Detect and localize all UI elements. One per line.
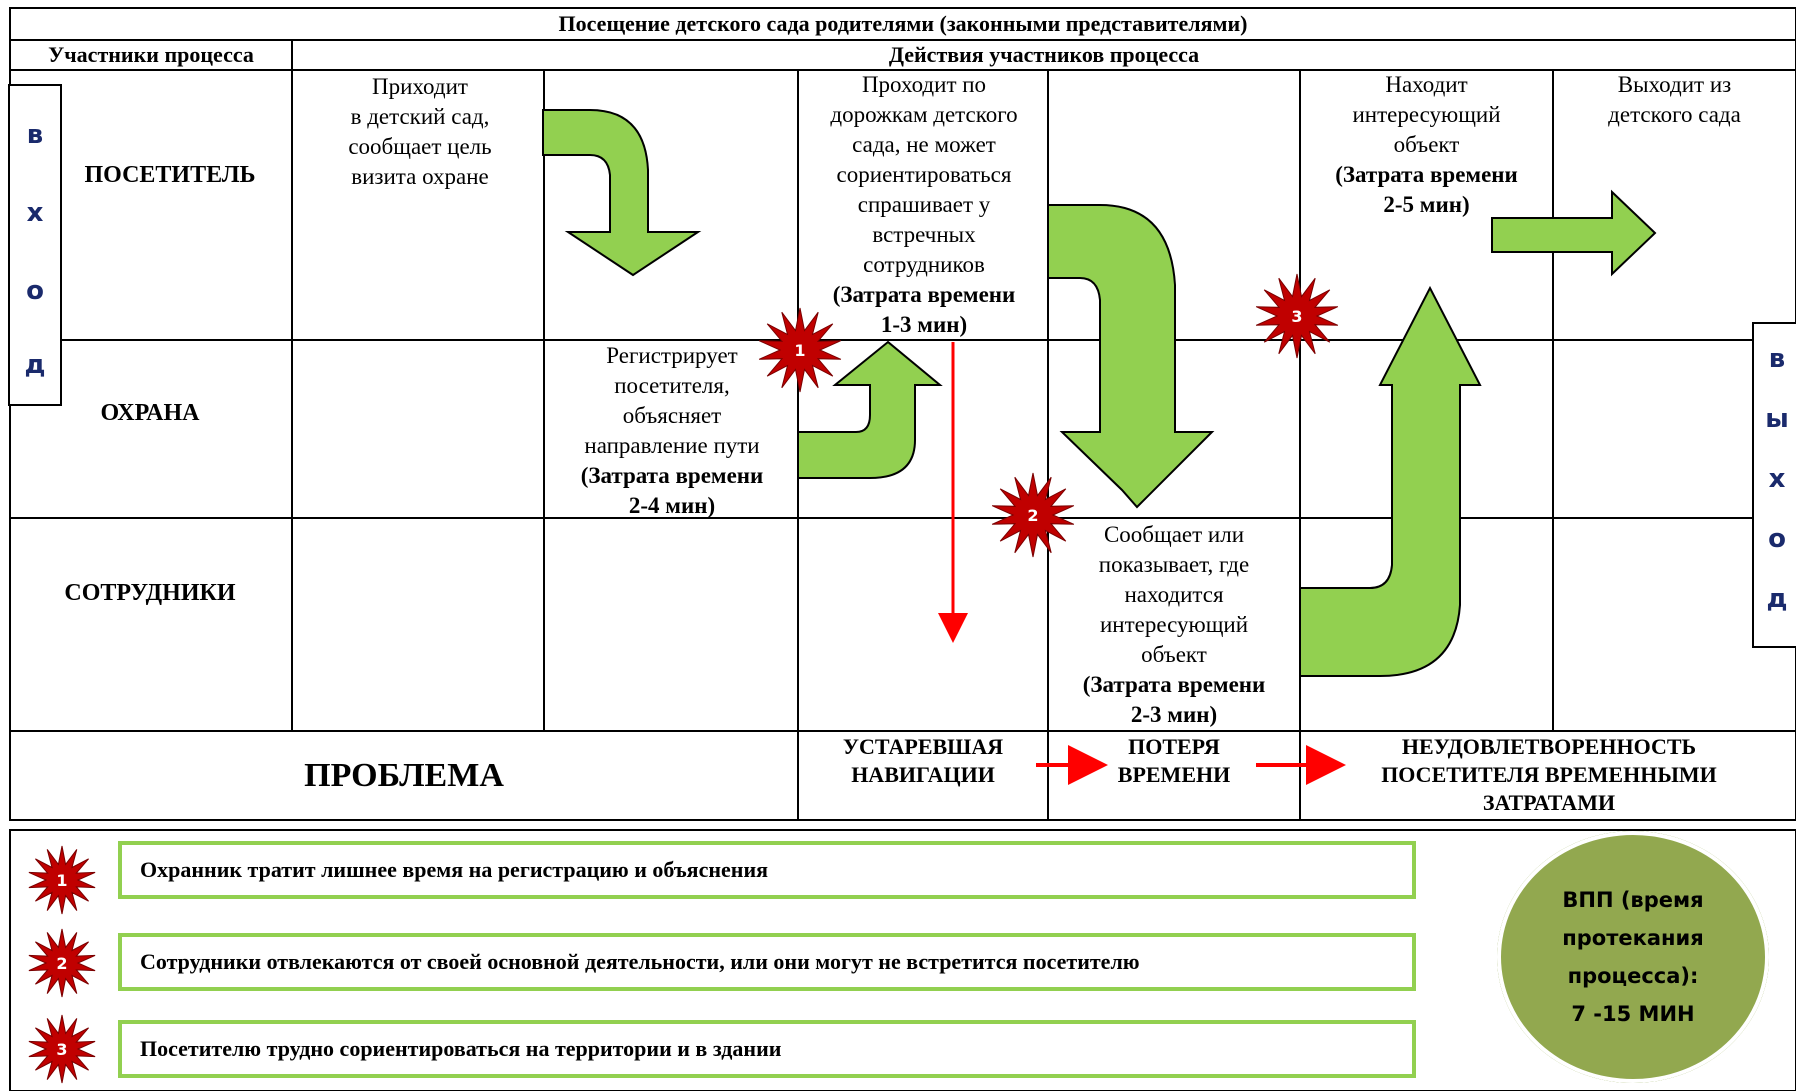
svg-text:2: 2 xyxy=(56,954,67,973)
legend-text: Охранник тратит лишнее время на регистра… xyxy=(140,857,769,882)
legend-item: Посетителю трудно сориентироваться на те… xyxy=(118,1020,1416,1078)
entry-letter: х xyxy=(26,198,44,228)
actions-header: Действия участников процесса xyxy=(888,42,1200,67)
problem-label: ПРОБЛЕМА xyxy=(304,757,504,794)
exit-letter: в xyxy=(1768,344,1786,374)
legend-marker-1: 1 xyxy=(28,845,96,915)
flow-arrow-inform xyxy=(1299,285,1482,677)
participants-header: Участники процесса xyxy=(48,42,254,67)
exit-label: в ы х о д xyxy=(1752,322,1796,648)
svg-text:1: 1 xyxy=(56,871,67,890)
flow-arrow-ask xyxy=(1047,204,1215,509)
legend-item: Охранник тратит лишнее время на регистра… xyxy=(118,841,1416,899)
flow-arrow-register xyxy=(797,340,943,479)
entry-letter: в xyxy=(26,120,44,150)
entry-letter: д xyxy=(24,350,46,380)
flow-arrow-leave xyxy=(1491,189,1657,277)
exit-letter: о xyxy=(1768,524,1786,554)
legend-marker-2: 2 xyxy=(28,928,96,998)
entry-letter: о xyxy=(26,276,44,306)
legend-marker-3: 3 xyxy=(28,1014,96,1084)
diagram-title: Посещение детского сада родителями (зако… xyxy=(558,11,1248,36)
entry-label: в х о д xyxy=(8,84,62,406)
svg-text:1: 1 xyxy=(794,341,805,360)
legend-text: Посетителю трудно сориентироваться на те… xyxy=(140,1036,782,1061)
exit-letter: ы xyxy=(1765,404,1789,434)
problem-marker-3: 3 xyxy=(1255,273,1339,359)
legend-text: Сотрудники отвлекаются от своей основной… xyxy=(140,949,1140,974)
problem-marker-1: 1 xyxy=(758,307,842,393)
svg-text:3: 3 xyxy=(56,1040,67,1059)
svg-text:2: 2 xyxy=(1027,506,1038,525)
role-staff: СОТРУДНИКИ xyxy=(64,580,236,606)
exit-letter: д xyxy=(1766,584,1788,614)
svg-text:3: 3 xyxy=(1291,307,1302,326)
exit-letter: х xyxy=(1768,464,1786,494)
role-guard: ОХРАНА xyxy=(100,400,200,426)
role-visitor: ПОСЕТИТЕЛЬ xyxy=(84,162,256,188)
problem-marker-2: 2 xyxy=(991,472,1075,558)
process-time-summary: ВПП (время протекания процесса): 7 -15 М… xyxy=(1497,831,1769,1083)
flow-arrow-arrive xyxy=(542,109,702,277)
legend-item: Сотрудники отвлекаются от своей основной… xyxy=(118,933,1416,991)
